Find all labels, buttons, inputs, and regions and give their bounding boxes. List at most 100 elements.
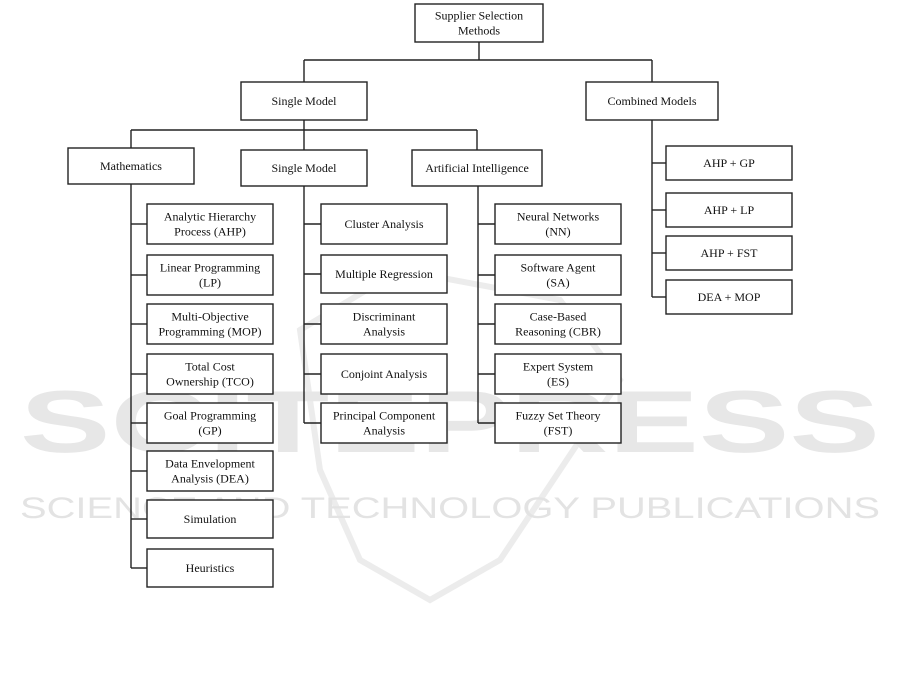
node-mathematics: Mathematics [67,147,195,185]
node-es: Expert System(ES) [494,353,622,395]
node-label: Case-Based [530,310,587,324]
node-label: Multiple Regression [335,267,433,281]
node-box [146,303,274,345]
node-nn: Neural Networks(NN) [494,203,622,245]
node-label: Process (AHP) [174,225,246,239]
node-box [320,254,448,294]
node-artificial-intelligence: Artificial Intelligence [411,149,543,187]
node-box [146,499,274,539]
node-box [67,147,195,185]
node-label: Cluster Analysis [344,217,423,231]
node-single-model-mid: Single Model [240,149,368,187]
node-label: Ownership (TCO) [166,375,254,389]
node-label: (ES) [547,375,569,389]
node-box [414,3,544,43]
node-label: Software Agent [521,261,597,275]
node-label: DEA + MOP [698,290,761,304]
node-label: Supplier Selection [435,9,523,23]
node-box [320,353,448,395]
node-box [494,203,622,245]
watermark-logo-shape [296,266,624,604]
node-label: Single Model [272,161,338,175]
node-box [240,149,368,187]
node-label: (LP) [199,276,221,290]
node-heuristics: Heuristics [146,548,274,588]
node-lp: Linear Programming(LP) [146,254,274,296]
node-label: Artificial Intelligence [425,161,529,175]
node-label: Reasoning (CBR) [515,325,601,339]
node-box [146,402,274,444]
node-box [665,192,793,228]
node-label: AHP + GP [703,156,755,170]
node-label: Programming (MOP) [159,325,262,339]
node-label: Heuristics [186,561,235,575]
node-label: Analytic Hierarchy [164,210,256,224]
node-gp: Goal Programming(GP) [146,402,274,444]
node-label: Single Model [272,94,338,108]
node-label: Data Envelopment [165,457,255,471]
node-box [320,402,448,444]
node-label: Mathematics [100,159,162,173]
node-label: (NN) [545,225,570,239]
node-simulation: Simulation [146,499,274,539]
node-label: Combined Models [608,94,697,108]
node-multiple-regression: Multiple Regression [320,254,448,294]
node-box [494,353,622,395]
node-ahp-gp: AHP + GP [665,145,793,181]
node-box [494,402,622,444]
node-label: (SA) [546,276,569,290]
node-label: Goal Programming [164,409,256,423]
node-box [146,353,274,395]
node-label: AHP + FST [700,246,758,260]
node-cluster: Cluster Analysis [320,203,448,245]
node-dea-mop: DEA + MOP [665,279,793,315]
node-label: Multi-Objective [171,310,248,324]
node-box [585,81,719,121]
node-label: Simulation [184,512,237,526]
node-box [240,81,368,121]
node-box [146,203,274,245]
node-label: Total Cost [185,360,235,374]
node-box [146,548,274,588]
node-box [320,203,448,245]
node-box [665,145,793,181]
node-box [411,149,543,187]
node-label: Principal Component [333,409,436,423]
node-box [494,254,622,296]
node-box [494,303,622,345]
node-label: Fuzzy Set Theory [515,409,600,423]
node-label: Linear Programming [160,261,260,275]
node-label: Conjoint Analysis [341,367,428,381]
node-ahp-lp: AHP + LP [665,192,793,228]
node-label: Expert System [523,360,594,374]
node-label: Analysis (DEA) [171,472,249,486]
node-box [320,303,448,345]
node-label: (FST) [544,424,573,438]
node-box [146,450,274,492]
node-label: Discriminant [353,310,416,324]
node-label: (GP) [198,424,221,438]
node-box [146,254,274,296]
node-label: AHP + LP [704,203,755,217]
node-conjoint: Conjoint Analysis [320,353,448,395]
node-sa: Software Agent(SA) [494,254,622,296]
diagram-connectors [130,42,666,569]
node-label: Analysis [363,424,405,438]
node-combined-models: Combined Models [585,81,719,121]
node-box [665,235,793,271]
node-label: Methods [458,24,500,38]
node-label: Analysis [363,325,405,339]
node-label: Neural Networks [517,210,600,224]
node-fst: Fuzzy Set Theory(FST) [494,402,622,444]
node-ahp-fst: AHP + FST [665,235,793,271]
